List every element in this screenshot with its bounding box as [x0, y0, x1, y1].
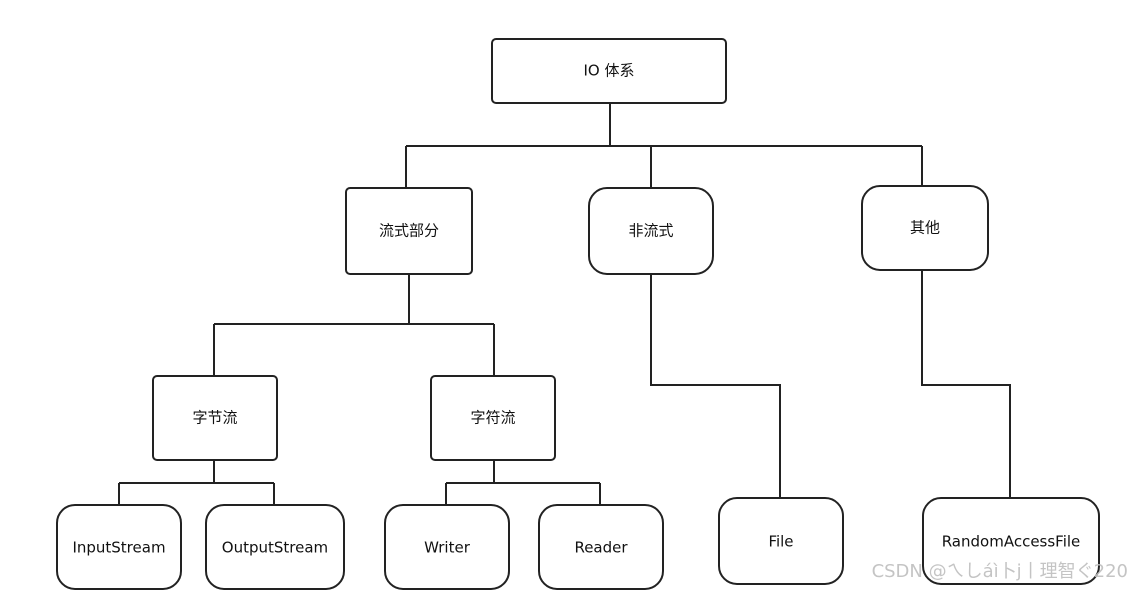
node-label: RandomAccessFile [942, 533, 1081, 551]
node-char-stream: 字符流 [430, 375, 556, 461]
edge-other-to-raf [921, 270, 1011, 498]
node-reader: Reader [538, 504, 664, 590]
node-random-access-file: RandomAccessFile [922, 497, 1100, 585]
node-other: 其他 [861, 185, 989, 271]
node-writer: Writer [384, 504, 510, 590]
node-label: IO 体系 [584, 62, 635, 80]
node-non-stream: 非流式 [588, 187, 714, 275]
edge-nonstream-to-file [650, 274, 781, 498]
node-file: File [718, 497, 844, 585]
edges [118, 103, 1011, 505]
node-label: File [768, 533, 793, 551]
node-input-stream: InputStream [56, 504, 182, 590]
edge-stream-to-children [213, 274, 495, 376]
node-output-stream: OutputStream [205, 504, 345, 590]
edge-byte-to-children [118, 460, 275, 505]
node-label: InputStream [72, 539, 165, 557]
node-byte-stream: 字节流 [152, 375, 278, 461]
node-io-system: IO 体系 [491, 38, 727, 104]
node-label: 非流式 [628, 222, 673, 240]
node-label: 流式部分 [379, 222, 439, 240]
edge-char-to-children [445, 460, 601, 505]
node-label: OutputStream [222, 539, 328, 557]
watermark: CSDN @ㄟしáì卜j丨理智ぐ220 [871, 561, 1128, 582]
node-label: 字符流 [470, 409, 515, 427]
node-label: Reader [574, 539, 628, 557]
node-label: Writer [424, 539, 471, 557]
edge-root-to-level1 [405, 103, 923, 188]
node-label: 其他 [910, 219, 940, 237]
node-label: 字节流 [192, 409, 237, 427]
node-stream-part: 流式部分 [345, 187, 473, 275]
